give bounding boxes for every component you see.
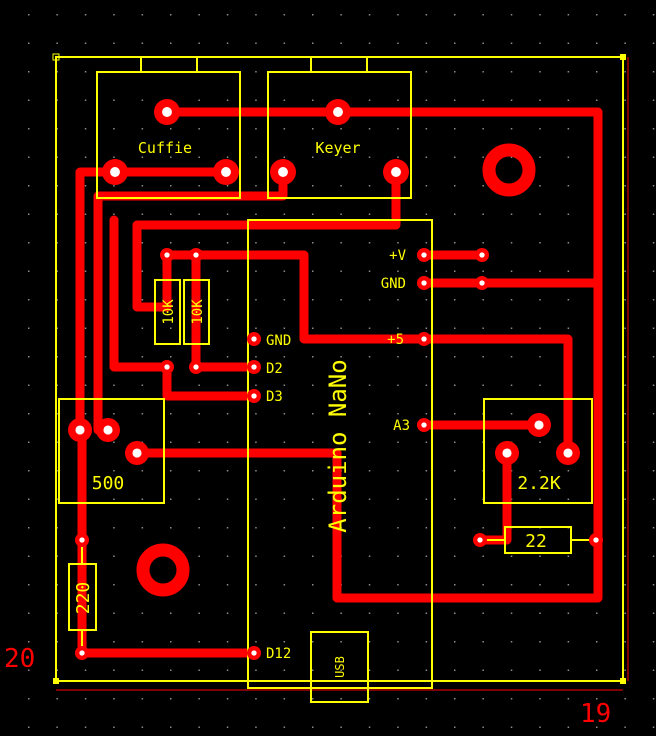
resistor-22-label: 22 xyxy=(525,531,547,552)
pad-jack-headphones-ring-drill xyxy=(110,167,120,177)
pin-label-gnd-right: GND xyxy=(381,276,406,292)
trimmer-2k2-outline xyxy=(483,398,593,504)
pin-label-vin: +V xyxy=(389,248,406,264)
arduino-nano: USB Arduino NaNo GND D2 D3 D12 +V GND +5… xyxy=(247,219,433,703)
pad-resistor-r1-bottom-drill xyxy=(164,364,170,370)
resistor-r1-outline xyxy=(154,279,181,345)
mounting-hole-bottom-left xyxy=(136,543,190,597)
mounting-holes xyxy=(136,143,536,597)
jack-headphones-tab xyxy=(140,56,198,73)
jack-headphones: Cuffie xyxy=(96,56,241,199)
pin-label-5v: +5 xyxy=(387,332,404,348)
dimension-height: 20 xyxy=(4,644,35,674)
pad-trimmer-500-b-drill xyxy=(103,425,113,435)
resistor-220: 220 xyxy=(68,540,97,653)
pin-label-gnd-left: GND xyxy=(266,333,291,349)
trace-d3 xyxy=(162,362,259,401)
trimmer-500: 500 xyxy=(58,398,165,504)
corner-marker-bottom-left xyxy=(53,678,59,684)
pin-label-d12: D12 xyxy=(266,646,291,662)
resistor-22-outline xyxy=(504,526,572,554)
pad-resistor-r2-top-drill xyxy=(193,252,199,258)
trimmer-500-label: 500 xyxy=(92,473,125,494)
origin-marker xyxy=(52,53,60,61)
usb-label: USB xyxy=(333,656,347,678)
pad-trimmer-2k2-b-drill xyxy=(502,448,512,458)
arduino-label: Arduino NaNo xyxy=(324,359,352,532)
pad-arduino-a3-drill xyxy=(421,422,427,428)
jack-keyer: Keyer xyxy=(267,56,412,199)
resistor-r1: 10K xyxy=(154,279,181,345)
trimmer-2k2: 2.2K xyxy=(483,398,593,504)
mounting-hole-bottom-left-drill xyxy=(154,561,172,579)
resistor-r2-outline xyxy=(183,279,210,345)
trimmer-500-outline xyxy=(58,398,165,504)
trace-500-wiper xyxy=(132,448,603,603)
copper-pads xyxy=(68,99,603,660)
resistor-220-label: 220 xyxy=(73,582,94,615)
pad-resistor-r2-bottom-drill xyxy=(193,364,199,370)
pad-arduino-d2-drill xyxy=(251,364,257,370)
pad-arduino-5v-drill xyxy=(421,336,427,342)
arduino-outline xyxy=(247,219,433,689)
pad-jack-keyer-sleeve-drill xyxy=(391,167,401,177)
pad-resistor-r1-top-drill xyxy=(164,252,170,258)
mounting-hole-top-right-drill xyxy=(500,161,518,179)
resistor-22: 22 xyxy=(481,526,596,554)
trace-headphone-tip-to-right-rail xyxy=(162,107,603,545)
resistor-220-outline xyxy=(68,563,97,631)
trace-5v-rail xyxy=(162,250,573,458)
pad-resistor-22-left-drill xyxy=(477,537,483,543)
pin-label-a3: A3 xyxy=(393,418,410,434)
corner-marker-top-right xyxy=(620,54,626,60)
mounting-hole-top-right xyxy=(482,143,536,197)
pad-arduino-d12-drill xyxy=(251,650,257,656)
pad-jack-headphones-tip-drill xyxy=(162,107,172,117)
pad-resistor-220-bottom-drill xyxy=(79,650,85,656)
resistor-r1-label: 10K xyxy=(161,299,177,325)
trimmer-2k2-label: 2.2K xyxy=(517,473,561,494)
pad-trimmer-2k2-wiper-drill xyxy=(563,448,573,458)
resistor-r2: 10K xyxy=(183,279,210,345)
jack-keyer-label: Keyer xyxy=(315,139,360,157)
pad-resistor-220-top-drill xyxy=(79,537,85,543)
pad-gnd-ext-drill xyxy=(479,280,485,286)
pad-arduino-vin-drill xyxy=(421,252,427,258)
trace-d2-feed xyxy=(109,215,172,372)
pad-trimmer-500-wiper-drill xyxy=(132,448,142,458)
pad-arduino-gnd-left-drill xyxy=(251,336,257,342)
pad-trimmer-500-a-drill xyxy=(75,425,85,435)
corner-marker-bottom-right xyxy=(620,678,626,684)
pad-vin-ext-drill xyxy=(479,252,485,258)
usb-connector-outline xyxy=(310,631,369,703)
pad-trimmer-2k2-a-drill xyxy=(534,420,544,430)
pad-arduino-gnd-right-drill xyxy=(421,280,427,286)
pad-resistor-22-right-drill xyxy=(593,537,599,543)
pad-jack-headphones-sleeve-drill xyxy=(221,167,231,177)
trace-keyer-right xyxy=(132,167,401,312)
jack-headphones-label: Cuffie xyxy=(138,139,192,157)
resistor-r2-label: 10K xyxy=(190,299,206,325)
pad-jack-keyer-tip-drill xyxy=(333,107,343,117)
pin-label-d3: D3 xyxy=(266,389,283,405)
dimension-width: 19 xyxy=(580,699,611,729)
jack-keyer-tab xyxy=(310,56,368,73)
pad-jack-keyer-ring-drill xyxy=(278,167,288,177)
pad-arduino-d3-drill xyxy=(251,393,257,399)
pin-label-d2: D2 xyxy=(266,361,283,377)
